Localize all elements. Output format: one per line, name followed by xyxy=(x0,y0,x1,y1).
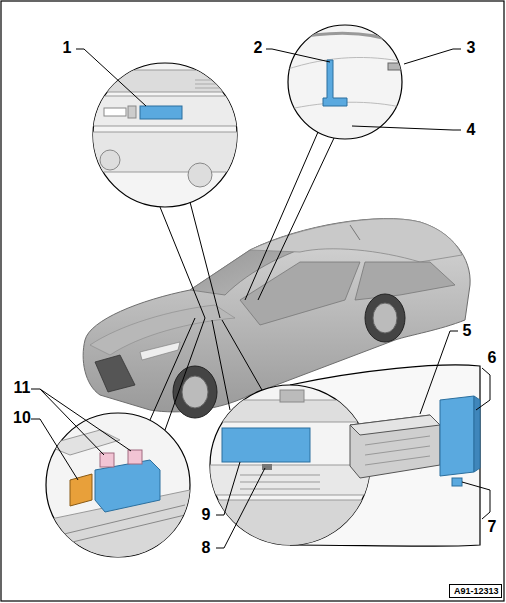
control-unit xyxy=(95,460,160,512)
figure-id-box: A91-12313 xyxy=(449,584,502,598)
callout-number: 8 xyxy=(202,540,211,556)
callout-number: 9 xyxy=(202,507,211,523)
antenna-2 xyxy=(323,60,347,106)
radio-9 xyxy=(222,428,310,462)
callout-number: 6 xyxy=(488,350,497,366)
roof-view xyxy=(285,33,405,110)
callout-number: 7 xyxy=(488,519,497,535)
callout-number: 2 xyxy=(254,40,263,56)
footwell-view xyxy=(46,430,190,560)
module-5-7 xyxy=(350,396,480,486)
callout-number: 10 xyxy=(13,410,31,426)
center-console-view xyxy=(210,390,370,550)
figure-id: A91-12313 xyxy=(454,587,497,596)
dashboard-view xyxy=(90,70,240,187)
callout-number: 1 xyxy=(63,40,72,56)
control-unit-1 xyxy=(140,106,182,119)
relay-10 xyxy=(70,474,92,506)
callout-number: 5 xyxy=(463,323,472,339)
callout-number: 3 xyxy=(467,40,476,56)
callout-number: 4 xyxy=(467,122,476,138)
callout-number: 11 xyxy=(14,380,31,396)
